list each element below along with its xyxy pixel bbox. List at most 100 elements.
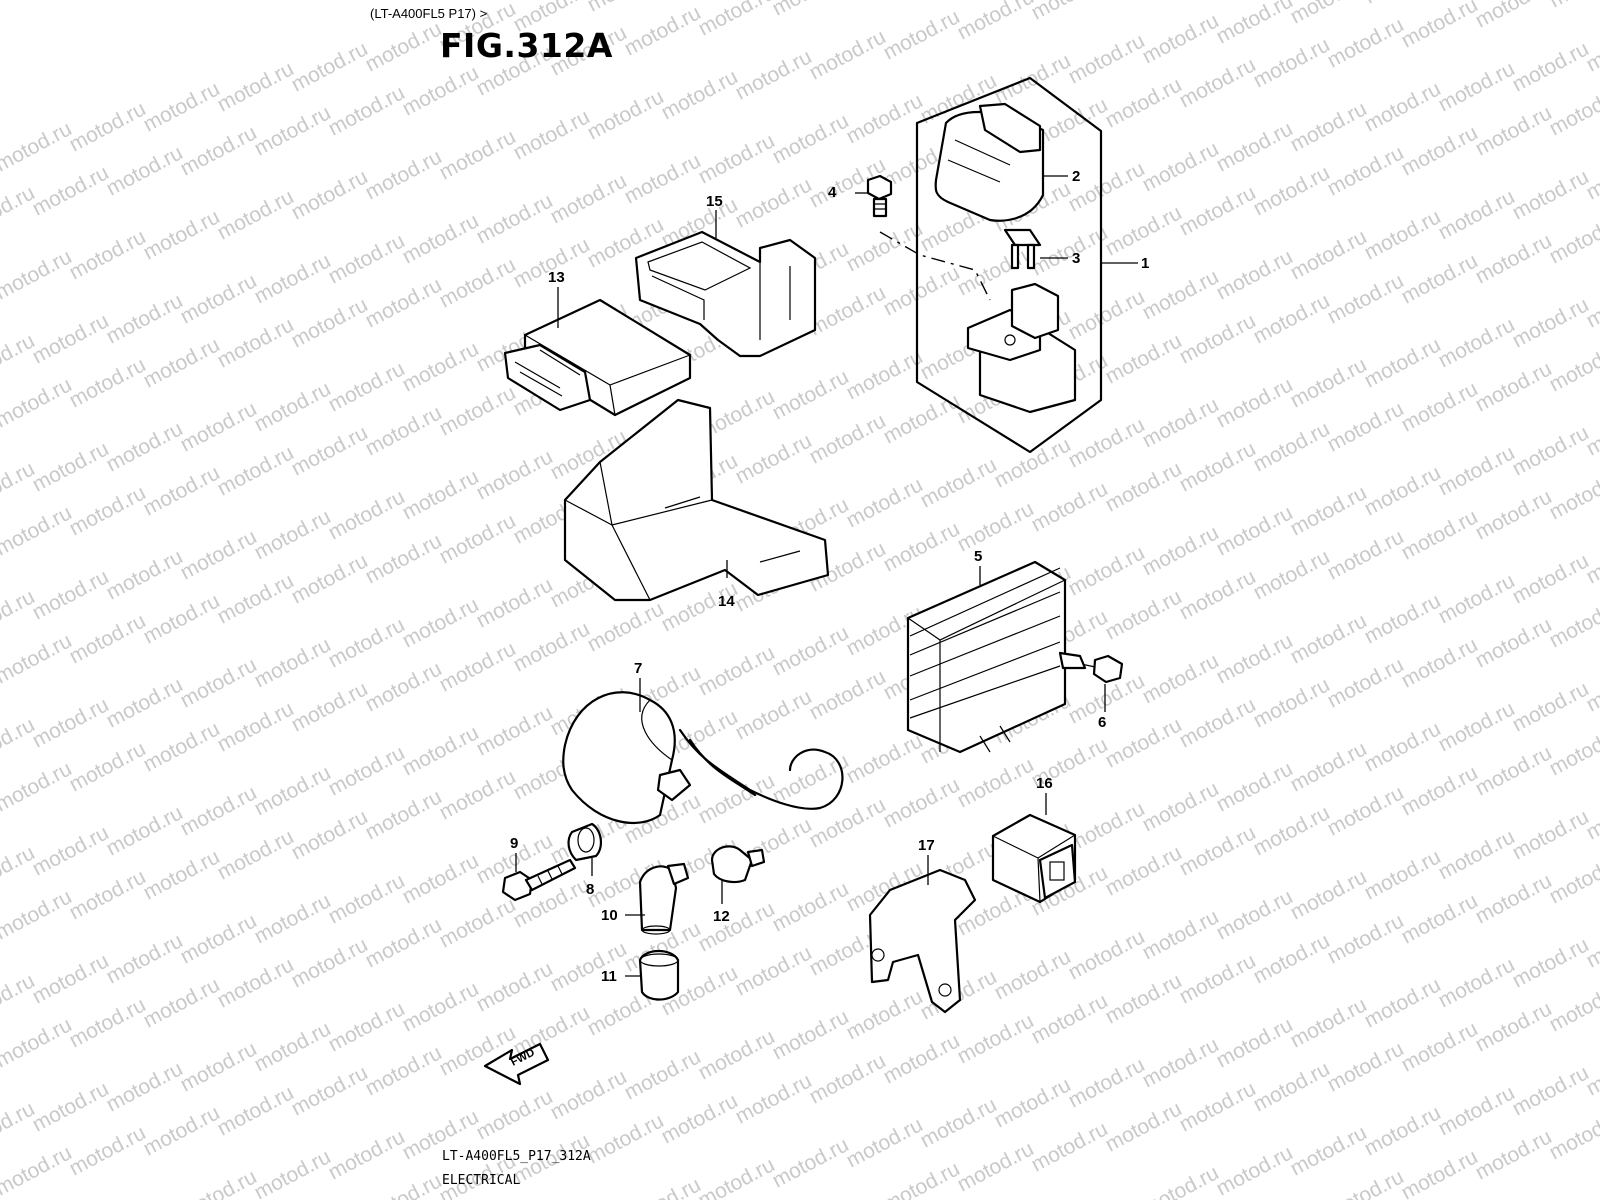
watermark-text: motod.ru: [1139, 1161, 1223, 1200]
part-9-bolt[interactable]: [501, 858, 577, 902]
watermark-text: motod.ru: [843, 729, 927, 788]
part-4-screw[interactable]: [866, 174, 991, 301]
watermark-text: motod.ru: [251, 1017, 335, 1076]
watermark-text: motod.ru: [547, 169, 631, 228]
callout-1: 1: [1141, 255, 1149, 272]
watermark-text: motod.ru: [1287, 0, 1371, 28]
watermark-text: motod.ru: [29, 437, 113, 496]
watermark-text: motod.ru: [1398, 761, 1482, 820]
watermark-text: motod.ru: [1139, 1033, 1223, 1092]
watermark-text: motod.ru: [1361, 717, 1445, 776]
watermark-text: motod.ru: [1324, 1037, 1408, 1096]
watermark-text: motod.ru: [0, 373, 76, 432]
callout-13: 13: [548, 269, 565, 286]
watermark-text: motod.ru: [1546, 1105, 1600, 1164]
watermark-text: motod.ru: [843, 473, 927, 532]
watermark-text: motod.ru: [177, 525, 261, 584]
part-13-ecm-unit[interactable]: [503, 298, 692, 417]
part-6-bolt[interactable]: [1058, 651, 1124, 684]
watermark-text: motod.ru: [1139, 393, 1223, 452]
watermark-text: motod.ru: [1102, 1097, 1186, 1156]
watermark-text: motod.ru: [732, 429, 816, 488]
watermark-text: motod.ru: [473, 445, 557, 504]
watermark-text: motod.ru: [288, 549, 372, 608]
watermark-text: motod.ru: [1361, 973, 1445, 1032]
watermark-text: motod.ru: [1250, 929, 1334, 988]
watermark-text: motod.ru: [1102, 73, 1186, 132]
watermark-text: motod.ru: [1250, 673, 1334, 732]
watermark-text: motod.ru: [695, 129, 779, 188]
watermark-text: motod.ru: [1509, 933, 1593, 992]
watermark-text: motod.ru: [140, 205, 224, 264]
callout-5: 5: [974, 548, 982, 565]
watermark-text: motod.ru: [473, 573, 557, 632]
watermark-text: motod.ru: [140, 1101, 224, 1160]
watermark-text: motod.ru: [695, 0, 779, 40]
watermark-text: motod.ru: [1065, 1053, 1149, 1112]
watermark-text: motod.ru: [1546, 337, 1600, 396]
watermark-text: motod.ru: [621, 1173, 705, 1200]
watermark-text: motod.ru: [251, 377, 335, 436]
watermark-text: motod.ru: [473, 1085, 557, 1144]
figure-title: FIG.312A: [440, 26, 613, 65]
watermark-text: motod.ru: [1102, 841, 1186, 900]
part-11-cap[interactable]: [638, 949, 680, 1001]
watermark-text: motod.ru: [1435, 441, 1519, 500]
part-15-connector-cover[interactable]: [634, 230, 817, 358]
watermark-text: motod.ru: [1176, 53, 1260, 112]
watermark-text: motod.ru: [1176, 181, 1260, 240]
watermark-text: motod.ru: [806, 409, 890, 468]
watermark-text: motod.ru: [1139, 137, 1223, 196]
watermark-text: motod.ru: [325, 997, 409, 1056]
part-17-bracket[interactable]: [868, 868, 977, 1014]
watermark-text: motod.ru: [0, 501, 76, 560]
watermark-text: motod.ru: [954, 1009, 1038, 1068]
watermark-text: motod.ru: [288, 1061, 372, 1120]
watermark-text: motod.ru: [177, 1037, 261, 1096]
watermark-text: motod.ru: [0, 181, 39, 240]
part-5-regulator-rectifier[interactable]: [906, 560, 1067, 754]
part-14-mounting-bracket[interactable]: [563, 398, 830, 602]
watermark-text: motod.ru: [954, 753, 1038, 812]
part-10-spark-plug-cap[interactable]: [638, 862, 690, 935]
part-7-ignition-coil[interactable]: [562, 691, 844, 825]
watermark-text: motod.ru: [0, 1013, 76, 1072]
watermark-text: motod.ru: [214, 825, 298, 884]
watermark-text: motod.ru: [732, 173, 816, 232]
watermark-text: motod.ru: [1324, 13, 1408, 72]
watermark-text: motod.ru: [177, 653, 261, 712]
watermark-text: motod.ru: [288, 933, 372, 992]
watermark-text: motod.ru: [732, 1069, 816, 1128]
watermark-text: motod.ru: [29, 693, 113, 752]
watermark-text: motod.ru: [806, 793, 890, 852]
watermark-text: motod.ru: [769, 621, 853, 680]
watermark-text: motod.ru: [732, 45, 816, 104]
watermark-text: motod.ru: [732, 941, 816, 1000]
watermark-text: motod.ru: [1398, 0, 1482, 52]
watermark-text: motod.ru: [436, 637, 520, 696]
watermark-text: motod.ru: [436, 253, 520, 312]
watermark-text: motod.ru: [1398, 377, 1482, 436]
part-12-boot[interactable]: [710, 845, 766, 884]
watermark-text: motod.ru: [1324, 653, 1408, 712]
part-1-starter-relay-assembly[interactable]: [915, 76, 1103, 454]
watermark-text: motod.ru: [1324, 269, 1408, 328]
watermark-text: motod.ru: [991, 945, 1075, 1004]
watermark-text: motod.ru: [1435, 953, 1519, 1012]
watermark-text: motod.ru: [1398, 889, 1482, 948]
part-8-spacer[interactable]: [567, 822, 602, 862]
watermark-text: motod.ru: [1213, 245, 1297, 304]
watermark-text: motod.ru: [288, 293, 372, 352]
watermark-text: motod.ru: [843, 89, 927, 148]
watermark-text: motod.ru: [1509, 293, 1593, 352]
watermark-text: motod.ru: [325, 485, 409, 544]
sub-reference: (LT-A400FL5 P17) >: [370, 6, 488, 21]
watermark-text: motod.ru: [29, 161, 113, 220]
watermark-text: motod.ru: [1546, 0, 1600, 12]
watermark-text: motod.ru: [1287, 1121, 1371, 1180]
watermark-text: motod.ru: [29, 1077, 113, 1136]
watermark-text: motod.ru: [1509, 1061, 1593, 1120]
part-16-connector[interactable]: [991, 813, 1077, 904]
watermark-text: motod.ru: [1213, 629, 1297, 688]
watermark-text: motod.ru: [473, 957, 557, 1016]
